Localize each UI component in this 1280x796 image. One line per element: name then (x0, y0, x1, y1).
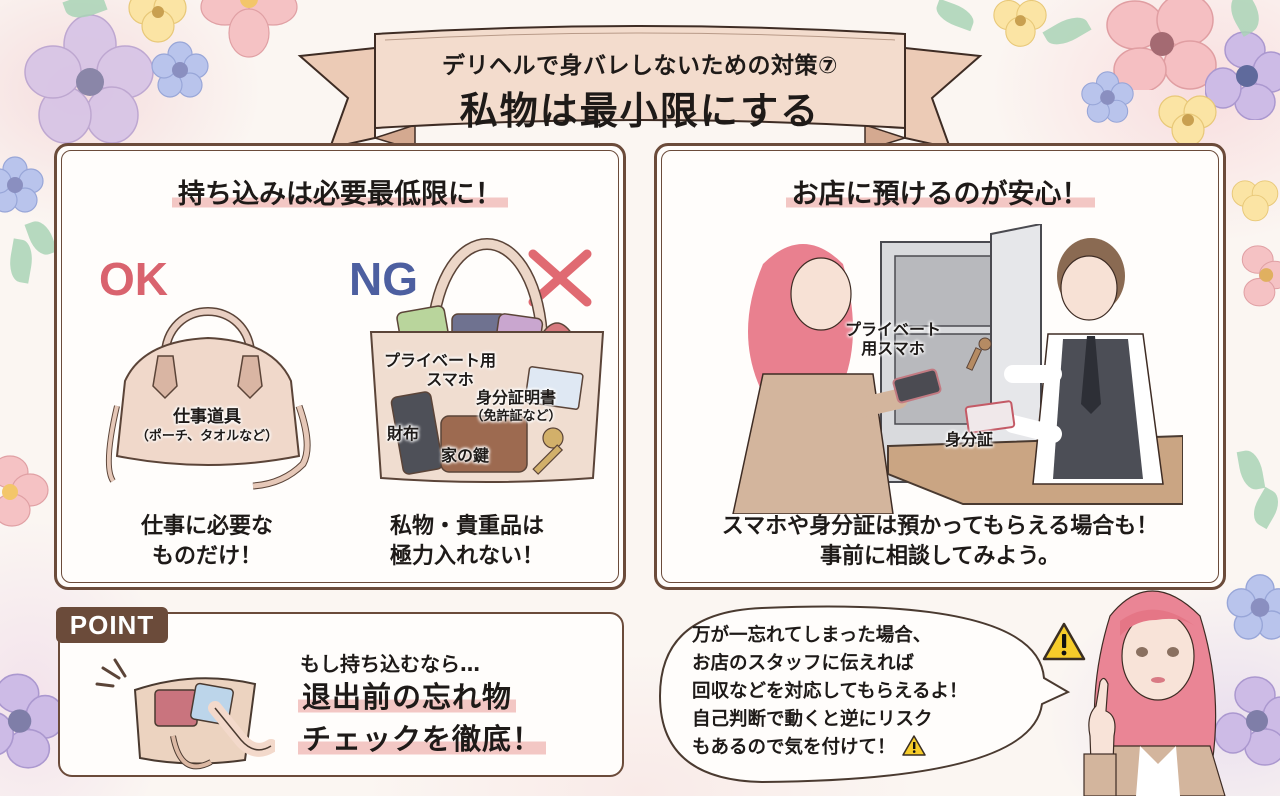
speech-bubble (658, 605, 1071, 784)
ok-caption: 仕事に必要な ものだけ！ (140, 514, 273, 569)
handbag-icon (105, 307, 311, 490)
ng-item-id: 身分証明書 （免許証など） (470, 388, 562, 424)
ok-item-label: 仕事道具 （ポーチ、タオルなど） (135, 407, 279, 445)
ng-item-key: 家の鍵 (441, 446, 490, 465)
counter-scene-illustration (732, 224, 1183, 514)
page-title: 私物は最小限にする (459, 89, 821, 133)
warning-icon (902, 735, 926, 756)
panel-heading: 持ち込みは必要最低限に！ (57, 172, 623, 211)
ng-label: NG (349, 253, 418, 305)
tote-bag-icon (369, 238, 605, 483)
ok-label: OK (99, 253, 168, 305)
ng-item-phone: プライベート用 スマホ (383, 351, 496, 389)
point-badge: POINT (56, 607, 168, 643)
point-line-1: 退出前の忘れ物 (298, 674, 517, 716)
banner-subtitle: デリヘルで身バレしないための対策⑦ (442, 53, 838, 79)
point-lead-text: もし持ち込むなら… (300, 652, 480, 676)
deposit-panel: お店に預けるのが安心！ プライベート 用スマホ 身分証 スマホや身分証は預かって… (654, 143, 1226, 590)
point-line-2: チェックを徹底！ (298, 716, 547, 758)
x-mark-icon (528, 249, 592, 307)
bag-check-illustration (95, 658, 275, 770)
deposit-caption: スマホや身分証は預かってもらえる場合も！ 事前に相談してみよう。 (721, 514, 1159, 569)
id-label: 身分証 (945, 430, 994, 449)
ng-item-wallet: 財布 (387, 424, 420, 443)
phone-label: プライベート 用スマホ (844, 320, 941, 358)
panel-heading: お店に預けるのが安心！ (657, 172, 1223, 211)
warning-icon (1042, 622, 1086, 661)
ng-caption: 私物・貴重品は 極力入れない！ (389, 514, 544, 569)
advisor-girl-illustration (1083, 590, 1226, 796)
title-ribbon-banner: デリヘルで身バレしないための対策⑦ 私物は最小限にする (290, 20, 990, 160)
speech-bubble-text: 万が一忘れてしまった場合、 お店のスタッフに伝えれば 回収などを対応してもらえる… (692, 625, 968, 758)
carry-in-panel: 持ち込みは必要最低限に！ OK 仕事道具 （ポーチ、タオルなど） 仕事に必要な … (54, 143, 626, 590)
